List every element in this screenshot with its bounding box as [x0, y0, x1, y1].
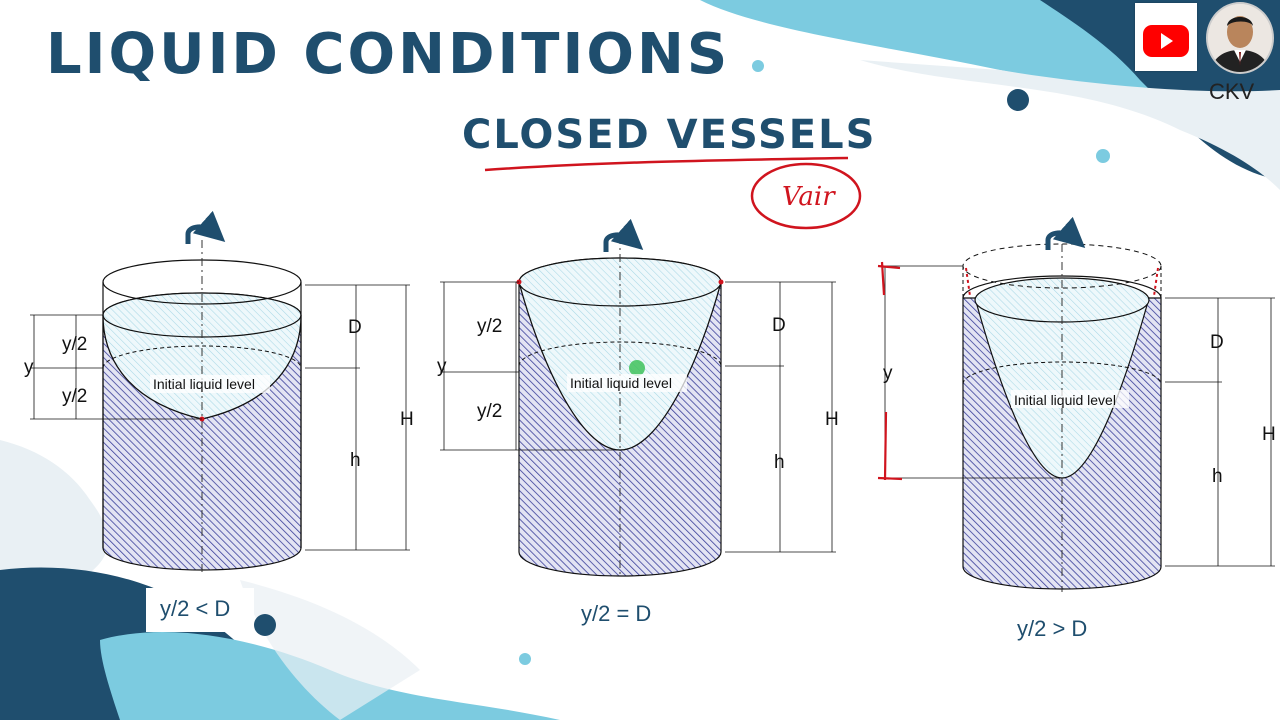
rotation-arrow-icon: [603, 218, 644, 252]
slide-subtitle: CLOSED VESSELS: [462, 112, 877, 158]
youtube-icon: [1143, 25, 1189, 57]
right-h-label: h: [1212, 466, 1223, 487]
caption-background: [146, 588, 254, 632]
middle-H-label: H: [825, 409, 839, 430]
left-H-label: H: [400, 409, 414, 430]
right-H-label: H: [1262, 424, 1276, 445]
middle-y-label: y: [437, 356, 447, 377]
middle-D-label: D: [772, 315, 786, 336]
left-y-half-bottom-label: y/2: [62, 386, 87, 407]
right-y-label: y: [883, 363, 893, 384]
middle-y-half-top-label: y/2: [477, 316, 502, 337]
left-initial-level-label: Initial liquid level: [153, 376, 255, 392]
caption-left: y/2 < D: [160, 596, 231, 621]
right-initial-level-label: Initial liquid level: [1014, 392, 1116, 408]
cylinder-right: Initial liquid level D h H y: [877, 216, 1276, 592]
caption-right: y/2 > D: [1017, 616, 1088, 641]
left-y-half-top-label: y/2: [62, 334, 87, 355]
middle-initial-level-label: Initial liquid level: [570, 375, 672, 391]
middle-y-half-bottom-label: y/2: [477, 401, 502, 422]
caption-middle: y/2 = D: [581, 601, 652, 626]
middle-h-label: h: [774, 452, 785, 473]
annotation-vair: Vair: [782, 182, 836, 212]
left-D-label: D: [348, 317, 362, 338]
cylinder-left: Initial liquid level D h H y y/2 y/2: [24, 210, 414, 575]
left-h-label: h: [350, 450, 361, 471]
rotation-arrow-icon: [185, 210, 226, 244]
youtube-logo[interactable]: [1135, 3, 1197, 71]
person-icon: [1208, 4, 1272, 72]
red-underline: [484, 156, 849, 172]
left-y-label: y: [24, 357, 34, 378]
presenter-avatar: [1206, 2, 1274, 74]
rotation-arrow-icon: [1045, 216, 1086, 250]
slide-title: LIQUID CONDITIONS: [46, 22, 731, 87]
right-D-label: D: [1210, 332, 1224, 353]
channel-name: CKV: [1209, 79, 1255, 104]
red-circle: [750, 162, 862, 230]
cylinder-middle: Initial liquid level D h H y y/2 y/2: [437, 218, 839, 578]
